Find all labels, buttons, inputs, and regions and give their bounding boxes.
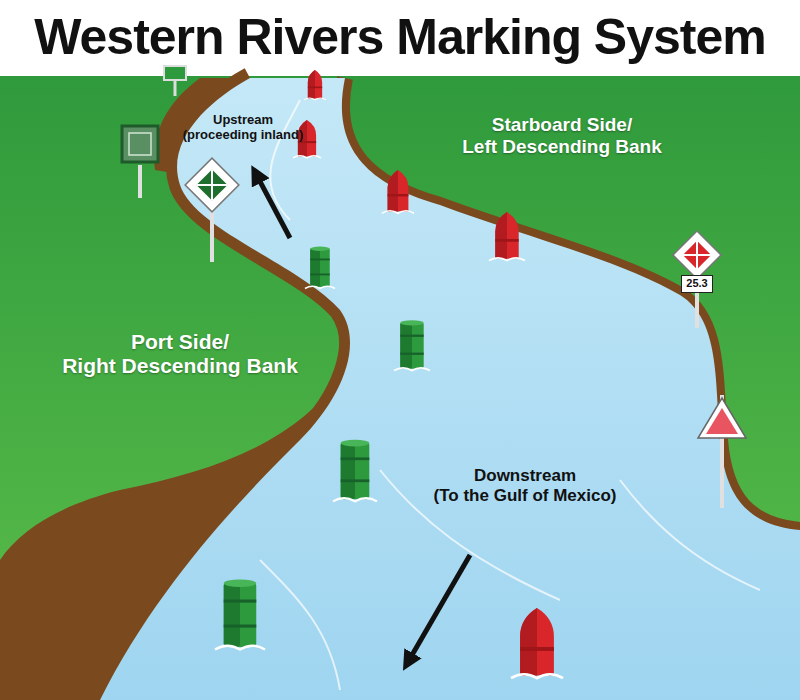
title: Western Rivers Marking System	[34, 9, 766, 67]
green-square-daymark	[122, 126, 158, 162]
ground	[0, 76, 800, 700]
green-sign	[164, 66, 186, 80]
red-triangle-daymark	[698, 398, 746, 438]
bank-label: Starboard Side/ Left Descending Bank	[462, 114, 662, 158]
bank-label: Port Side/ Right Descending Bank	[62, 330, 298, 378]
downstream-arrow	[408, 555, 470, 662]
mile-marker-sign: 25.3	[681, 275, 712, 292]
red-diamond-daymark	[673, 231, 721, 279]
green-can-buoys	[215, 247, 430, 650]
mile-number: 25.3	[686, 277, 707, 290]
current-lines	[260, 100, 760, 690]
red-nun-buoys	[293, 70, 563, 678]
river	[100, 78, 800, 700]
green-diamond-daymark	[185, 158, 239, 212]
upstream-arrow	[256, 174, 290, 238]
direction-label: Downstream (To the Gulf of Mexico)	[434, 466, 617, 505]
direction-label: Upstream (proceeding inland)	[183, 113, 304, 143]
